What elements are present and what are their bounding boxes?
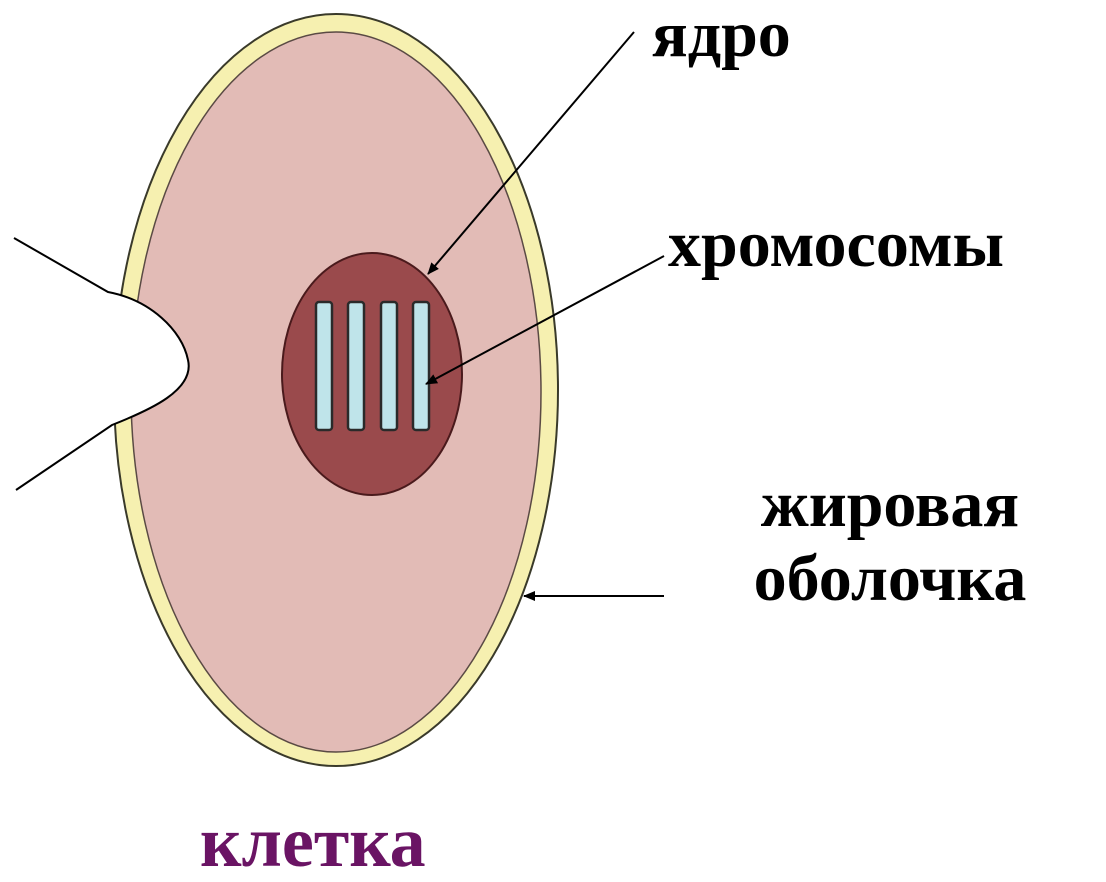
chromosomes-label: хромосомы <box>668 212 1004 278</box>
chromosome-4 <box>413 302 429 430</box>
chromosome-3 <box>381 302 397 430</box>
chromosome-2 <box>348 302 364 430</box>
nucleus-label: ядро <box>652 2 791 68</box>
membrane-label: жировая оболочка <box>700 468 1080 616</box>
chromosome-1 <box>316 302 332 430</box>
cell-caption: клетка <box>200 806 426 878</box>
nucleus <box>282 253 462 495</box>
